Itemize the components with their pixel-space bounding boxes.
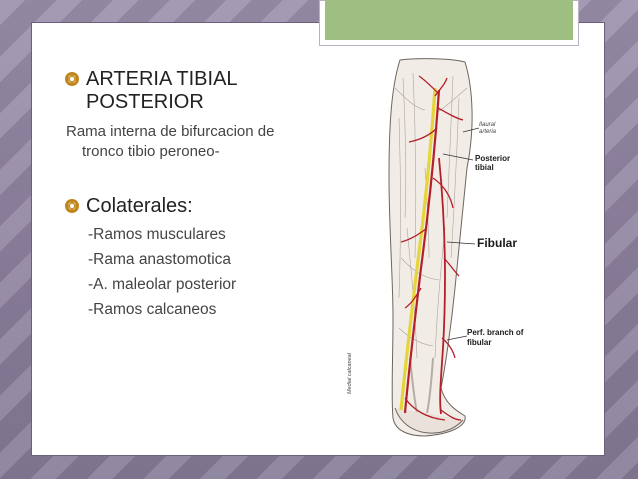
- heading-colaterales: Colaterales:: [64, 195, 193, 218]
- header-tab-accent: [325, 0, 573, 40]
- heading-line-2: POSTERIOR: [86, 91, 204, 113]
- description-line-2: tronco tibio peroneo-: [82, 143, 220, 160]
- collateral-item: -Rama anastomotica: [88, 251, 232, 268]
- figure-label-top: Ilaural arteria: [479, 122, 497, 135]
- heading-line-1: ARTERIA TIBIAL: [86, 68, 238, 90]
- heading-colaterales-text: Colaterales:: [86, 195, 193, 217]
- heading-arteria: ARTERIA TIBIAL POSTERIOR: [64, 68, 238, 114]
- diamond-bullet-icon: [64, 198, 80, 214]
- figure-label-perf-2: fibular: [467, 338, 492, 347]
- collateral-item: -Ramos calcaneos: [88, 301, 217, 318]
- figure-label-fibular: Fibular: [477, 236, 518, 250]
- figure-label-perf-1: Perf. branch of: [467, 328, 524, 337]
- diamond-bullet-icon: [64, 71, 80, 87]
- figure-label-posterior-tibial-1: Posterior: [475, 154, 511, 163]
- figure-label-side: Medial calcaneal: [347, 353, 353, 394]
- figure-label-posterior-tibial-2: tibial: [475, 163, 494, 172]
- leg-anatomy-figure: Ilaural arteria Posterior tibial Fibular…: [347, 58, 570, 448]
- collateral-item: -Ramos musculares: [88, 226, 226, 243]
- slide-panel: [31, 22, 605, 456]
- description-line-1: Rama interna de bifurcacion de: [66, 123, 275, 140]
- collateral-item: -A. maleolar posterior: [88, 276, 237, 293]
- leg-anatomy-illustration: [388, 58, 480, 437]
